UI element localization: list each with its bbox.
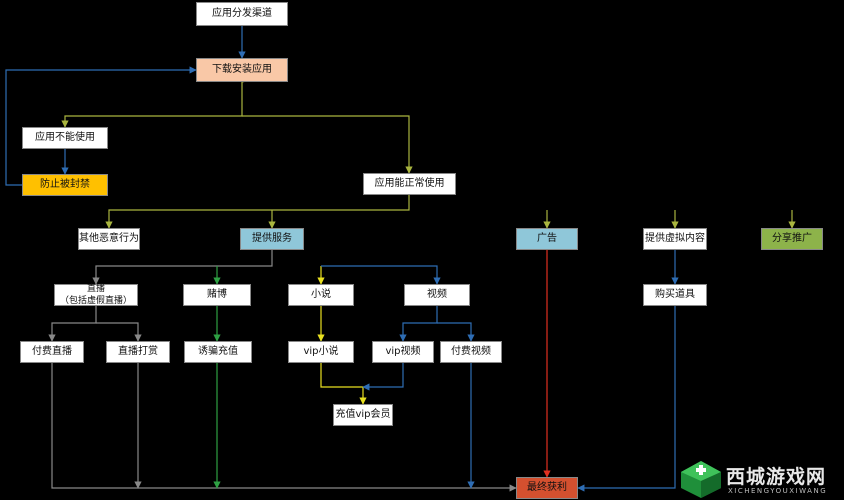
node-ban: 防止被封禁 [22, 174, 108, 196]
node-vipvideo: vip视频 [372, 341, 434, 363]
node-label: 直播打赏 [118, 346, 158, 357]
node-video: 视频 [404, 284, 470, 306]
edge-ban-to-install [5, 66, 197, 186]
node-fraud: 诱骗充值 [184, 341, 252, 363]
node-virtual: 提供虚拟内容 [643, 228, 707, 250]
node-buy: 购买道具 [643, 284, 707, 306]
watermark: 西城游戏网 XICHENGYOUXIWANG [678, 458, 844, 500]
edge-vipvideo-to-vipmember [362, 363, 404, 391]
node-ads: 广告 [516, 228, 578, 250]
edge-service-to-live [92, 250, 273, 285]
node-label: 诱骗充值 [198, 346, 238, 357]
node-label: 小说 [311, 289, 331, 300]
node-service: 提供服务 [240, 228, 304, 250]
edge-video-to-vipvideo [399, 306, 438, 342]
node-label: 提供服务 [252, 233, 292, 244]
node-malicious: 其他恶意行为 [78, 228, 140, 250]
node-install: 下载安装应用 [196, 58, 288, 82]
node-label: 视频 [427, 289, 447, 300]
node-novel: 小说 [288, 284, 354, 306]
node-live: 直播（包括虚假直播） [54, 284, 138, 306]
edge-buy-to-profit [577, 306, 676, 492]
node-label: 付费直播 [32, 346, 72, 357]
node-label: vip小说 [303, 346, 339, 357]
node-label: 付费视频 [451, 346, 491, 357]
node-label: 应用分发渠道 [212, 8, 272, 19]
edge-video-to-paidvideo [437, 322, 475, 342]
edge-paidlive-to-profit [51, 363, 517, 492]
node-gamble: 赌博 [183, 284, 251, 306]
edge-live-to-paidlive [48, 306, 97, 342]
node-label: 下载安装应用 [212, 64, 272, 75]
edge-service-to-video [321, 265, 441, 285]
node-label: 提供虚拟内容 [645, 233, 705, 244]
edge-install-to-usable [242, 115, 413, 174]
node-share: 分享推广 [761, 228, 823, 250]
edge-vipnovel-to-vipmember [320, 363, 367, 405]
node-paidvideo: 付费视频 [440, 341, 502, 363]
node-label: 应用能正常使用 [374, 178, 445, 189]
node-label: 应用不能使用 [35, 132, 95, 143]
node-label: 购买道具 [655, 289, 695, 300]
node-vipnovel: vip小说 [288, 341, 354, 363]
node-usable: 应用能正常使用 [363, 173, 456, 195]
gamepad-box-icon [681, 461, 721, 498]
node-label: 赌博 [207, 289, 227, 300]
watermark-title: 西城游戏网 [726, 466, 827, 488]
edges-layer [5, 26, 796, 492]
node-label: 分享推广 [772, 233, 812, 244]
node-profit: 最终获利 [516, 477, 578, 499]
watermark-subtitle: XICHENGYOUXIWANG [728, 487, 828, 495]
node-label: 广告 [537, 233, 557, 244]
node-label: 防止被封禁 [40, 179, 90, 190]
node-label: 直播（包括虚假直播） [59, 284, 132, 306]
node-unusable: 应用不能使用 [22, 127, 108, 149]
node-vipmember: 充值vip会员 [333, 404, 393, 426]
node-label: vip视频 [385, 346, 421, 357]
edge-live-to-tip [96, 322, 142, 342]
edge-usable-to-malicious [105, 195, 410, 229]
node-source: 应用分发渠道 [196, 2, 288, 26]
node-paidlive: 付费直播 [20, 341, 84, 363]
node-label: 最终获利 [527, 482, 567, 493]
node-label: 其他恶意行为 [79, 233, 139, 244]
node-label: 充值vip会员 [335, 409, 391, 420]
node-tip: 直播打赏 [106, 341, 170, 363]
